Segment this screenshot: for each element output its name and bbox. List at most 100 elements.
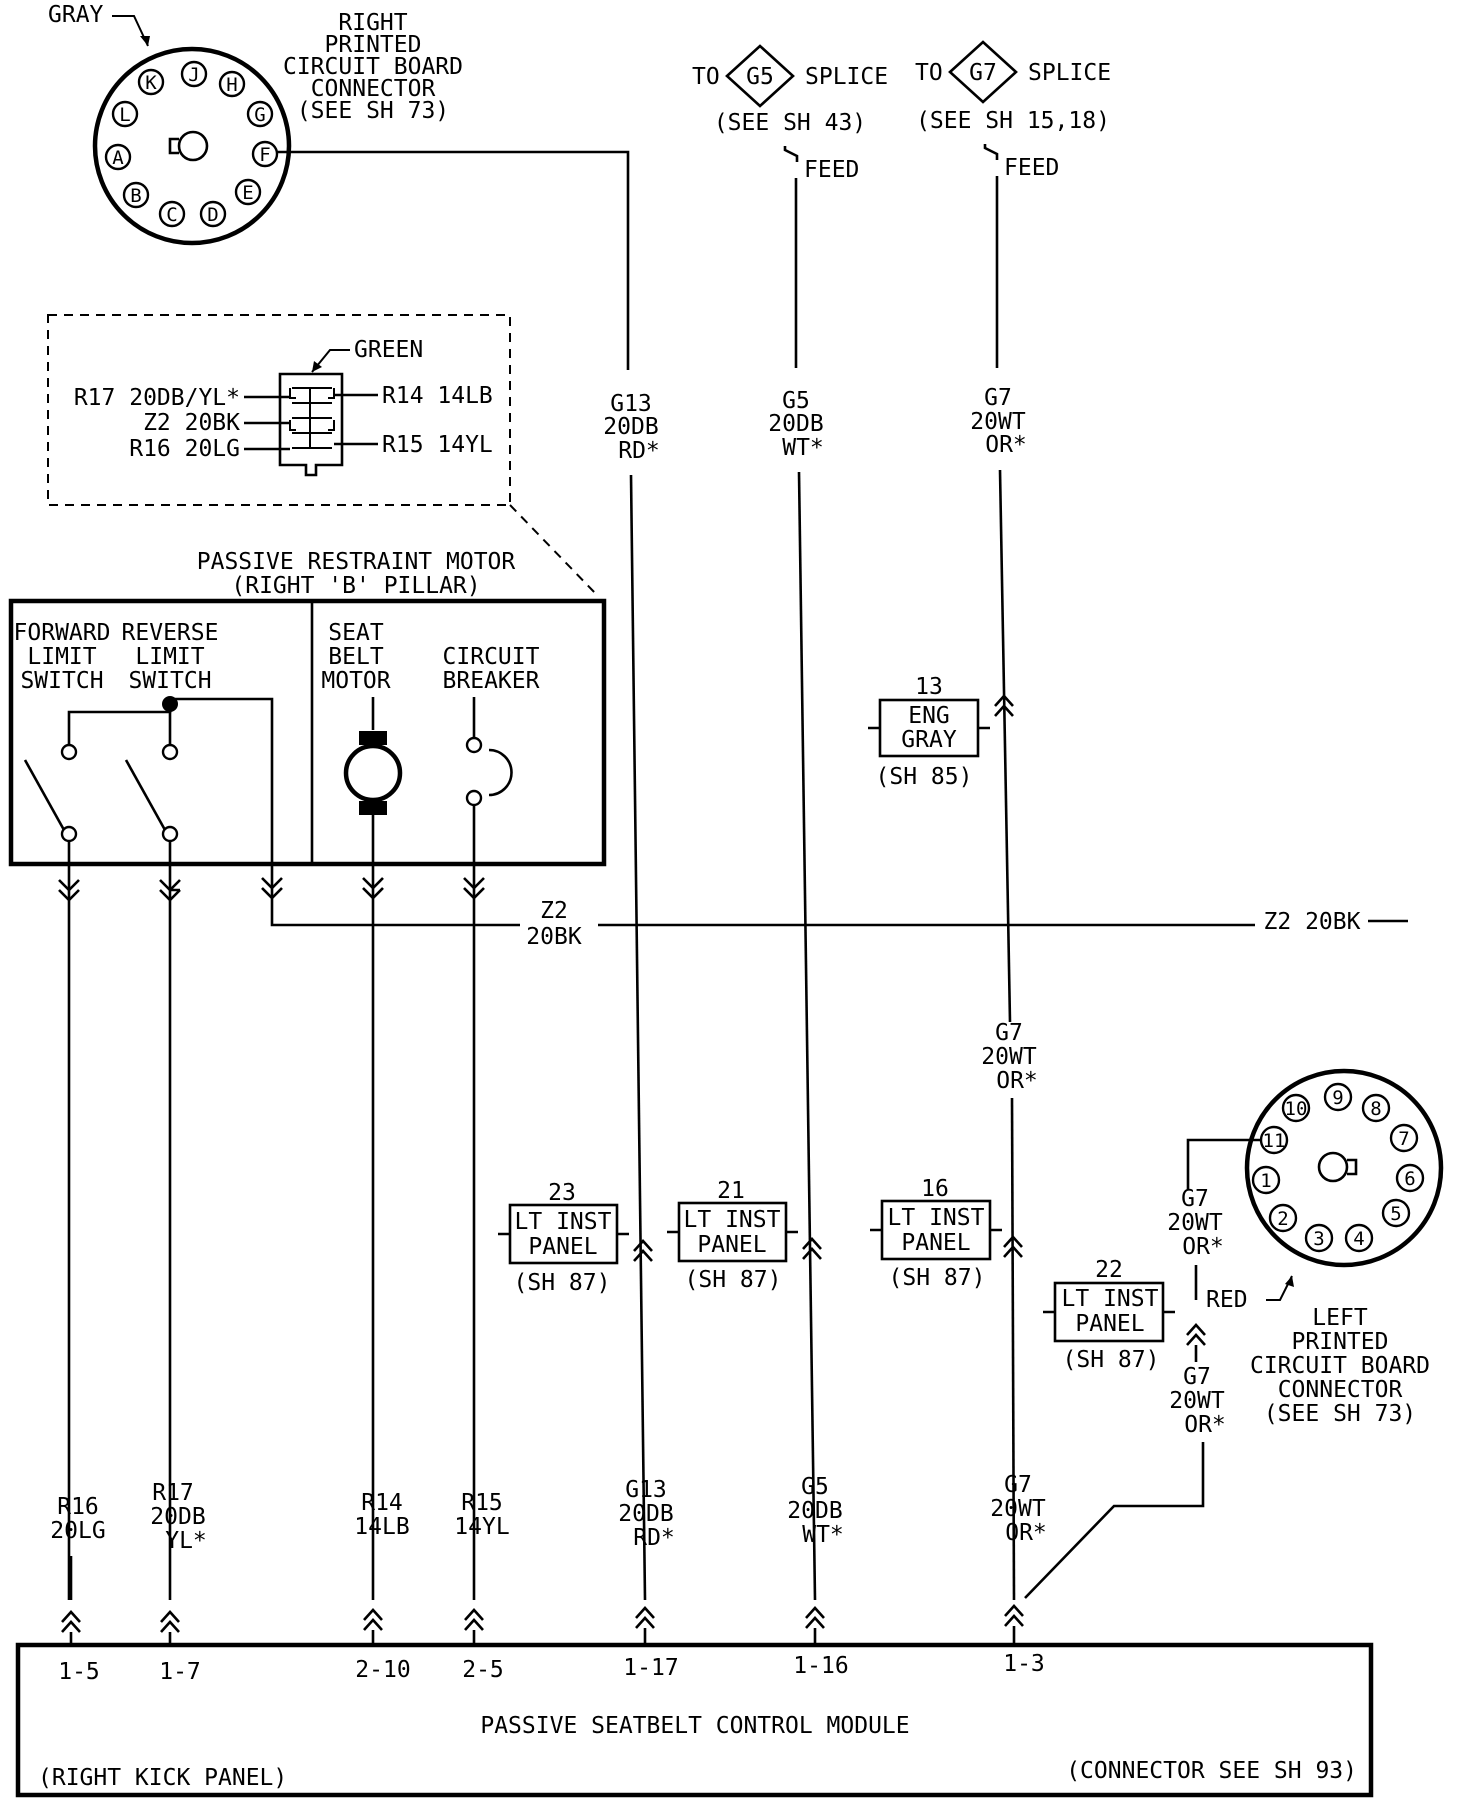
eng-connector-line-1: ENG: [908, 703, 950, 729]
splice-g5-to: TO: [692, 64, 720, 90]
inset-r15: R15 14YL: [382, 432, 493, 458]
right-connector-title-1: RIGHT: [338, 10, 407, 36]
g13-top-line-1: G13: [610, 391, 652, 417]
splice-g7-see: (SEE SH 15,18): [916, 108, 1110, 134]
passive-restraint-motor: PASSIVE RESTRAINT MOTOR (RIGHT 'B' PILLA…: [8, 549, 607, 870]
bottom-label-r14: R14 14LB: [354, 1490, 409, 1540]
panel-21-number: 21: [717, 1178, 745, 1204]
g5-top-line-2: 20DB: [768, 411, 823, 437]
left-connector-title-1: LEFT: [1312, 1305, 1368, 1331]
panel-23-sheet: (SH 87): [514, 1270, 611, 1296]
svg-text:A: A: [112, 147, 124, 169]
svg-text:6: 6: [1404, 1168, 1415, 1190]
gray-leader-arrow: [112, 15, 149, 47]
circuit-breaker-label-2: BREAKER: [443, 668, 540, 694]
right-connector-body: [92, 46, 292, 246]
g7-mid-label: G7 20WT OR*: [981, 1020, 1037, 1094]
g13-top-line-2: 20DB: [603, 414, 658, 440]
inset-connector-shell: [278, 372, 344, 477]
bottom-label-g13: G13 20DB RD*: [618, 1477, 674, 1551]
splice-g7: TO G7 SPLICE (SEE SH 15,18) FEED: [915, 40, 1111, 181]
svg-text:2: 2: [1277, 1208, 1288, 1230]
module-pin-1-7: 1-7: [159, 1659, 201, 1685]
right-connector-title-4: CONNECTOR: [311, 76, 436, 102]
motor-inline-connectors: [58, 877, 485, 902]
g7-right-lower-line-2: 20WT: [1169, 1388, 1225, 1414]
g7-right-upper-line-1: G7: [1181, 1186, 1209, 1212]
g5-top-line-1: G5: [782, 388, 810, 414]
svg-text:D: D: [207, 204, 218, 226]
module-pin-2-10: 2-10: [355, 1657, 410, 1683]
right-connector-pin-c: C: [158, 200, 186, 228]
eng-connector-number: 13: [915, 674, 943, 700]
module-pin-1-5: 1-5: [58, 1659, 100, 1685]
right-connector-pin-f: F: [251, 140, 279, 168]
forward-limit-switch: [23, 704, 172, 843]
wire-g7-branch-upper: [1186, 1138, 1261, 1190]
svg-text:7: 7: [1398, 1128, 1409, 1150]
wire-g7-branch-lower: [1024, 1442, 1205, 1599]
wire-g13: [629, 474, 647, 1601]
bottom-r15-line-1: R15: [461, 1490, 503, 1516]
wire-g7-lower: [1010, 1097, 1016, 1601]
splice-g5-see: (SEE SH 43): [714, 110, 866, 136]
left-connector-pin-1: 1: [1251, 1165, 1281, 1195]
left-connector-pin-2: 2: [1268, 1203, 1298, 1233]
bottom-g5-line-1: G5: [801, 1474, 829, 1500]
g7-right-lower-label: G7 20WT OR*: [1169, 1364, 1225, 1438]
seatbelt-motor-label-2: BELT: [328, 644, 384, 670]
module-pin-1-3: 1-3: [1003, 1651, 1045, 1677]
bottom-r14-line-2: 14LB: [354, 1514, 409, 1540]
svg-text:B: B: [130, 185, 141, 207]
motor-title-2: (RIGHT 'B' PILLAR): [231, 573, 480, 599]
bottom-g5-line-3: WT*: [802, 1522, 844, 1548]
bottom-label-r15: R15 14YL: [454, 1490, 509, 1540]
circuit-breaker-symbol: [465, 697, 513, 807]
left-connector-title-5: (SEE SH 73): [1264, 1401, 1416, 1427]
svg-text:K: K: [145, 72, 157, 94]
bottom-label-g5: G5 20DB WT*: [787, 1474, 843, 1548]
seatbelt-motor-symbol: [343, 697, 403, 815]
panel-16-line-1: LT INST: [888, 1205, 985, 1231]
reverse-switch-label-2: LIMIT: [135, 644, 204, 670]
reverse-switch-label-3: SWITCH: [128, 668, 211, 694]
svg-text:8: 8: [1370, 1098, 1381, 1120]
bottom-g13-line-1: G13: [625, 1477, 667, 1503]
splice-g5-feed: FEED: [804, 157, 859, 183]
svg-text:G: G: [254, 104, 265, 126]
g7-right-lower-line-1: G7: [1183, 1364, 1211, 1390]
right-connector-color: GRAY: [48, 2, 104, 28]
bottom-g13-line-2: 20DB: [618, 1501, 673, 1527]
svg-text:F: F: [259, 144, 270, 166]
right-connector-pin-d: D: [199, 200, 227, 228]
g13-top-label: G13 20DB RD*: [603, 391, 659, 464]
bottom-label-g7: G7 20WT OR*: [990, 1472, 1046, 1546]
module-location: (RIGHT KICK PANEL): [38, 1765, 287, 1791]
g5-top-label: G5 20DB WT*: [768, 388, 823, 461]
seatbelt-motor-label-3: MOTOR: [321, 668, 390, 694]
motor-title-1: PASSIVE RESTRAINT MOTOR: [197, 549, 516, 575]
svg-text:1: 1: [1260, 1170, 1271, 1192]
svg-text:4: 4: [1353, 1228, 1364, 1250]
left-connector-title-4: CONNECTOR: [1278, 1377, 1403, 1403]
splice-g5-diamond: [725, 44, 795, 108]
wire-g5: [797, 471, 817, 1601]
right-connector-pin-b: B: [122, 181, 150, 209]
module-box: [15, 1642, 1374, 1798]
g7-top-line-2: 20WT: [970, 409, 1026, 435]
left-pcb-connector: 10 9 8 11 7 1 6 2 5 3 4 RED LEFT PRINTED…: [1206, 1068, 1444, 1427]
left-connector-pin-5: 5: [1381, 1198, 1411, 1228]
z2-right-label: Z2 20BK: [1264, 909, 1361, 935]
splice-g7-feed: FEED: [1004, 155, 1059, 181]
eng-gray-connector-13: 13 ENG GRAY (SH 85): [868, 674, 1014, 790]
module-connector-note: (CONNECTOR SEE SH 93): [1066, 1758, 1357, 1784]
left-connector-pin-11: 11: [1259, 1125, 1289, 1155]
left-connector-title-2: PRINTED: [1292, 1329, 1389, 1355]
bottom-r14-line-1: R14: [361, 1490, 403, 1516]
bottom-label-r16: R16 20LG: [50, 1494, 105, 1544]
svg-text:11: 11: [1263, 1130, 1286, 1152]
svg-text:E: E: [242, 182, 253, 204]
panel-21-sheet: (SH 87): [685, 1267, 782, 1293]
g7-top-line-1: G7: [984, 385, 1012, 411]
